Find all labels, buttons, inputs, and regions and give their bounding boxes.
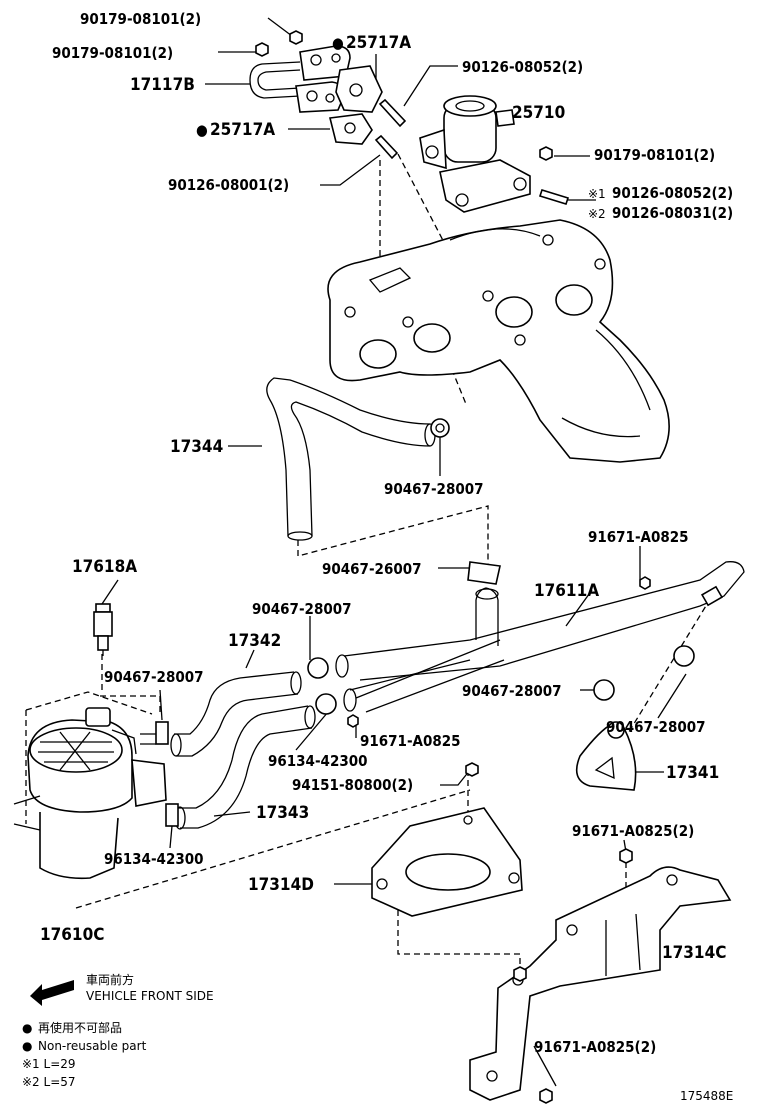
label-note1-90126-08052: 90126-08052(2)	[612, 184, 733, 202]
label-90467-26007: 90467-26007	[322, 560, 422, 578]
label-90126-08052: 90126-08052(2)	[462, 58, 583, 76]
label-90467-28007-e: 90467-28007	[606, 718, 706, 736]
diagram-id: 175488E	[680, 1089, 733, 1103]
legend-note1: ※1 L=29	[22, 1057, 76, 1071]
label-25717A-top: 25717A	[346, 33, 411, 53]
label-17344: 17344	[170, 437, 223, 457]
label-17618A: 17618A	[72, 557, 137, 577]
nonreusable-marker: ●	[196, 121, 208, 139]
label-17342: 17342	[228, 631, 281, 651]
hose-17344	[266, 377, 450, 541]
bracket-17314D	[371, 762, 523, 917]
note2-marker: ※2	[588, 207, 606, 221]
vehicle-front-arrow-icon	[30, 980, 74, 1006]
label-25717A-mid: 25717A	[210, 120, 275, 140]
label-90126-08001: 90126-08001(2)	[168, 176, 289, 194]
label-91671-A0825-2a: 91671-A0825(2)	[572, 822, 694, 840]
part-labels: 90179-08101(2) 90179-08101(2) 25717A 171…	[40, 10, 733, 1056]
label-91671-A0825-2b: 91671-A0825(2)	[534, 1038, 656, 1056]
label-91671-A0825-b: 91671-A0825	[360, 732, 461, 750]
label-96134-42300-b: 96134-42300	[104, 850, 204, 868]
legend-dot-marker: ●	[22, 1039, 32, 1053]
label-markers: ● ● ※1 ※2	[196, 34, 606, 221]
label-25710: 25710	[512, 103, 565, 123]
note1-marker: ※1	[588, 187, 606, 201]
bracket-17314C	[469, 848, 732, 1104]
label-17343: 17343	[256, 803, 309, 823]
label-17611A: 17611A	[534, 581, 599, 601]
legend-nonreuse-en: Non-reusable part	[38, 1039, 147, 1053]
label-17341: 17341	[666, 763, 719, 783]
label-90179-08101-b: 90179-08101(2)	[52, 44, 173, 62]
label-90179-08101-c: 90179-08101(2)	[594, 146, 715, 164]
air-pump-17610C	[13, 691, 167, 880]
legend-front-en: VEHICLE FRONT SIDE	[86, 989, 214, 1003]
label-note2-90126-08031: 90126-08031(2)	[612, 204, 733, 222]
label-90467-28007-b: 90467-28007	[252, 600, 352, 618]
legend: 車両前方 VEHICLE FRONT SIDE ● 再使用不可部品 ● Non-…	[22, 972, 214, 1089]
pipes-and-hoses	[140, 561, 745, 830]
legend-dot-marker: ●	[22, 1021, 32, 1035]
nonreusable-marker: ●	[332, 34, 344, 52]
check-valve-17618A	[93, 603, 113, 656]
legend-note2: ※2 L=57	[22, 1075, 76, 1089]
legend-front-jp: 車両前方	[86, 972, 134, 987]
label-96134-42300-a: 96134-42300	[268, 752, 368, 770]
legend-nonreuse-jp: 再使用不可部品	[38, 1020, 122, 1035]
exhaust-manifold	[327, 219, 670, 463]
label-90467-28007-d: 90467-28007	[462, 682, 562, 700]
air-injection-valve-assembly	[249, 30, 570, 213]
label-17314C: 17314C	[662, 943, 726, 963]
label-90467-28007-c: 90467-28007	[104, 668, 204, 686]
label-90467-28007-a: 90467-28007	[384, 480, 484, 498]
label-90179-08101-a: 90179-08101(2)	[80, 10, 201, 28]
label-17117B: 17117B	[130, 75, 195, 95]
label-91671-A0825-a: 91671-A0825	[588, 528, 689, 546]
label-17610C: 17610C	[40, 925, 104, 945]
label-94151-80800: 94151-80800(2)	[292, 776, 413, 794]
label-17314D: 17314D	[248, 875, 314, 895]
